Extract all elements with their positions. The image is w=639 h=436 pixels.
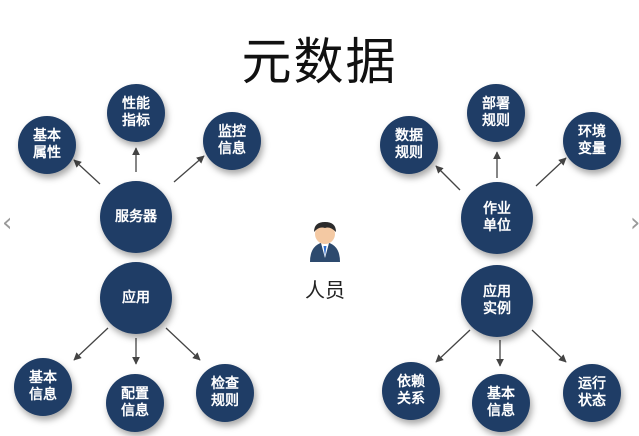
arrow-app-basic xyxy=(73,327,109,361)
arrow-app-check xyxy=(165,327,201,361)
page-title: 元数据 xyxy=(241,33,398,91)
node-unit: 作业 单位 xyxy=(461,182,533,254)
node-data-rules: 数据 规则 xyxy=(380,116,438,174)
node-attr: 基本 属性 xyxy=(18,116,76,174)
node-label: 作业 单位 xyxy=(483,201,511,234)
arrow-instance-run xyxy=(531,329,567,363)
node-basic-right: 基本 信息 xyxy=(472,374,530,432)
arrow-server-monitor xyxy=(173,155,205,183)
prev-arrow-icon[interactable]: ‹ xyxy=(2,208,13,238)
node-label: 性能 指标 xyxy=(122,96,150,129)
person-icon xyxy=(310,222,340,262)
node-config: 配置 信息 xyxy=(106,374,164,432)
node-deploy: 部署 规则 xyxy=(467,84,525,142)
node-app-left: 应用 xyxy=(100,262,172,334)
node-instance: 应用 实例 xyxy=(461,265,533,337)
node-env: 环境 变量 xyxy=(563,112,621,170)
node-label: 基本 信息 xyxy=(487,386,515,419)
node-monitor: 监控 信息 xyxy=(203,112,261,170)
node-label: 配置 信息 xyxy=(121,386,149,419)
person-label: 人员 xyxy=(305,278,345,302)
node-label: 检查 规则 xyxy=(211,376,239,409)
node-label: 基本 属性 xyxy=(33,128,61,161)
next-arrow-icon[interactable]: › xyxy=(630,208,639,238)
node-run-state: 运行 状态 xyxy=(563,364,621,422)
node-label: 监控 信息 xyxy=(218,124,246,157)
node-label: 运行 状态 xyxy=(578,376,606,409)
node-label: 服务器 xyxy=(115,208,157,225)
arrow-server-attr xyxy=(73,159,101,185)
node-label: 数据 规则 xyxy=(395,128,423,161)
arrow-instance-depend xyxy=(435,329,471,363)
node-label: 部署 规则 xyxy=(482,96,510,129)
node-label: 环境 变量 xyxy=(578,124,606,157)
node-depend: 依赖 关系 xyxy=(382,362,440,420)
arrow-unit-data xyxy=(435,165,461,191)
node-label: 依赖 关系 xyxy=(397,374,425,407)
arrow-unit-env xyxy=(535,157,567,187)
node-server: 服务器 xyxy=(100,181,172,253)
node-label: 基本 信息 xyxy=(29,370,57,403)
node-check: 检查 规则 xyxy=(196,364,254,422)
node-label: 应用 xyxy=(122,289,150,306)
node-basic-left: 基本 信息 xyxy=(14,358,72,416)
node-perf: 性能 指标 xyxy=(107,84,165,142)
node-label: 应用 实例 xyxy=(483,284,511,317)
